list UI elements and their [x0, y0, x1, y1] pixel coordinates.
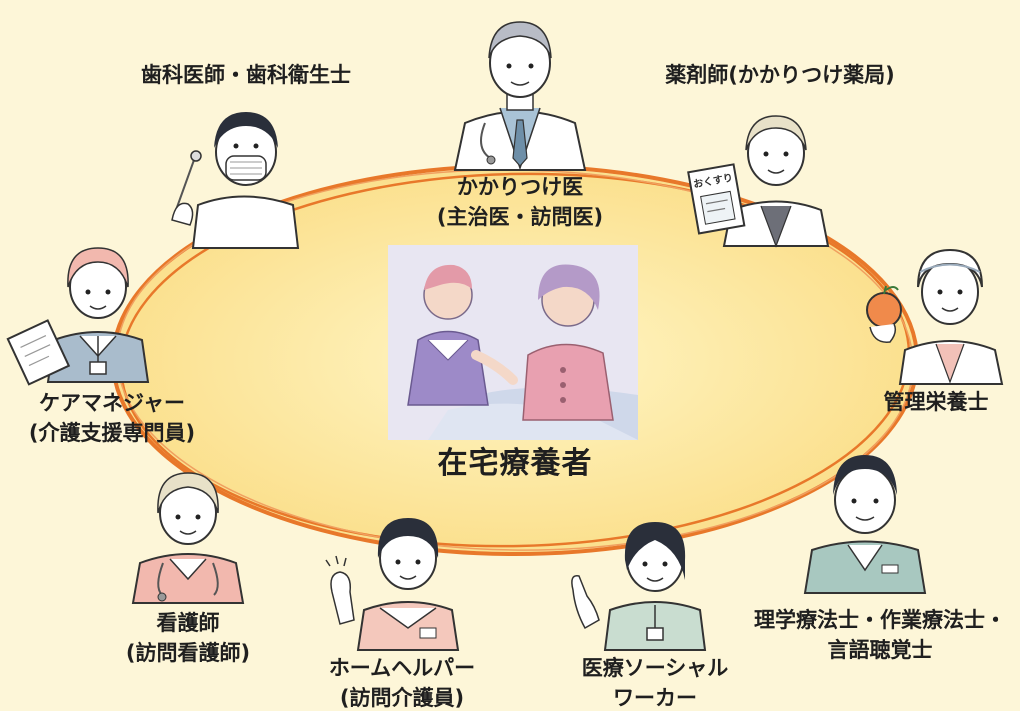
pharmacist-label-line1: 薬剤師(かかりつけ薬局) [665, 63, 895, 87]
therapist-label-line1: 理学療法士・作業療法士・ [754, 608, 1006, 632]
care-manager-label-line1: ケアマネジャー [39, 391, 185, 415]
patient-illustration [388, 245, 638, 440]
doctor-label-line1: かかりつけ医 [456, 175, 584, 199]
therapist-figure [790, 445, 940, 594]
center-label: 在宅療養者 [438, 445, 593, 483]
social-worker-label-line2: ワーカー [613, 686, 697, 710]
dentist-label-line1: 歯科医師・歯科衛生士 [141, 63, 351, 87]
center-label-text: 在宅療養者 [437, 446, 593, 481]
doctor-label: かかりつけ医 (主治医・訪問医) [437, 172, 603, 232]
doctor-label-line2: (主治医・訪問医) [436, 205, 604, 229]
dietitian-label: 管理栄養士 [884, 387, 989, 417]
nurse-label: 看護師 (訪問看護師) [126, 608, 250, 668]
home-helper-label-line2: (訪問介護員) [339, 686, 465, 710]
home-helper-label-line1: ホームヘルパー [328, 656, 476, 680]
home-helper-figure [318, 500, 478, 651]
pharmacist-figure: おくすり [686, 98, 836, 248]
doctor-figure [445, 8, 595, 171]
nurse-label-line2: (訪問看護師) [125, 641, 251, 665]
pharmacist-label: 薬剤師(かかりつけ薬局) [665, 60, 894, 90]
dietitian-label-line1: 管理栄養士 [883, 390, 989, 414]
nurse-label-line1: 看護師 [156, 611, 220, 635]
care-manager-figure [6, 232, 168, 386]
dietitian-figure [860, 232, 1015, 385]
care-manager-label-line2: (介護支援専門員) [28, 421, 196, 445]
nurse-figure [118, 455, 258, 604]
care-manager-label: ケアマネジャー (介護支援専門員) [29, 388, 195, 448]
therapist-label: 理学療法士・作業療法士・ 言語聴覚士 [754, 605, 1006, 665]
social-worker-figure [565, 510, 725, 651]
social-worker-label-line1: 医療ソーシャル [581, 656, 729, 680]
therapist-label-line2: 言語聴覚士 [827, 638, 933, 662]
home-helper-label: ホームヘルパー (訪問介護員) [329, 653, 475, 711]
dentist-figure [168, 100, 318, 249]
dentist-label: 歯科医師・歯科衛生士 [141, 60, 351, 90]
social-worker-label: 医療ソーシャル ワーカー [582, 653, 729, 711]
